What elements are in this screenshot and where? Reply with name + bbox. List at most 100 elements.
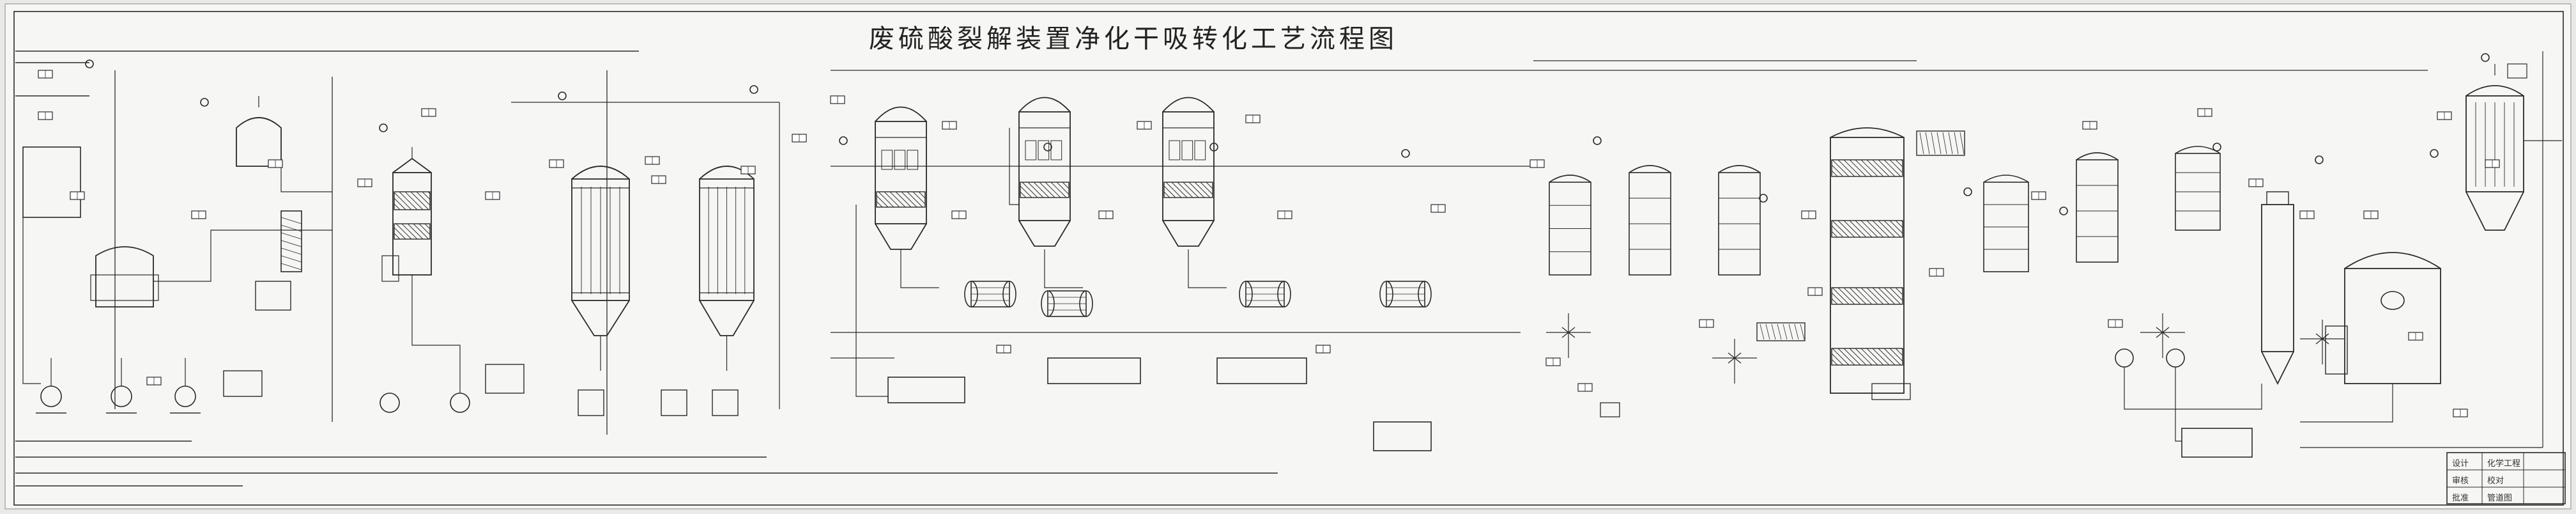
side-drum — [381, 255, 399, 282]
packing-hatch — [1831, 231, 1838, 238]
jacketed-reactor — [95, 246, 154, 308]
instrument-bubble — [839, 136, 848, 145]
receiver-tank — [661, 389, 687, 416]
packing-hatch — [418, 223, 431, 235]
tower-bottom — [1162, 220, 1215, 247]
packing-hatch — [1878, 159, 1896, 177]
packing-hatch — [1872, 348, 1890, 366]
packing-hatch — [1843, 287, 1861, 305]
heater-hatch — [1788, 323, 1793, 340]
packing-hatch — [1200, 182, 1213, 195]
packing-hatch — [1895, 287, 1903, 295]
heater-hatch — [1771, 323, 1776, 340]
packing-hatch — [1895, 159, 1903, 167]
title-block-cell: 管道图 — [2487, 494, 2513, 503]
instrument-bubble — [749, 85, 758, 94]
demister-pad — [907, 150, 919, 170]
packing-hatch — [401, 223, 418, 240]
packing-hatch — [427, 191, 431, 194]
packing-hatch — [1849, 220, 1867, 238]
packing-hatch — [1843, 159, 1861, 177]
packing-hatch — [413, 223, 429, 240]
filter-hatch — [280, 255, 302, 263]
packing-hatch — [395, 223, 412, 240]
packing-hatch — [394, 203, 401, 210]
packing-hatch — [1831, 170, 1838, 177]
packing-hatch — [1878, 348, 1896, 366]
demister-pad — [1181, 140, 1193, 160]
packing-hatch — [1206, 182, 1213, 189]
packing-hatch — [1068, 182, 1070, 183]
title-block-cell: 批准 — [2452, 494, 2469, 503]
collection-tank — [485, 364, 525, 394]
instrument-bubble — [1593, 136, 1602, 145]
packing-hatch — [876, 195, 889, 208]
packing-hatch — [1883, 287, 1901, 305]
packing-hatch — [1889, 220, 1903, 234]
packing-hatch — [1866, 287, 1884, 305]
multi-bed-converter — [1830, 137, 1905, 394]
instrument-bubble — [85, 59, 94, 68]
control-valve — [1728, 352, 1742, 364]
title-block-cell: 校对 — [2487, 476, 2504, 486]
exchanger-bottom-cone — [2465, 191, 2524, 231]
paper-sheet — [4, 3, 2572, 510]
instrument-bubble — [2059, 206, 2068, 215]
packing-hatch — [1889, 348, 1903, 362]
instrument-bubble — [379, 123, 388, 132]
heater-hatch — [1765, 323, 1770, 340]
packing-hatch — [895, 191, 912, 208]
packing-hatch — [1831, 292, 1844, 305]
instrument-bubble — [1759, 194, 1768, 203]
packing-hatch — [1849, 159, 1867, 177]
heater-hatch — [1782, 323, 1788, 340]
packing-hatch — [1183, 182, 1199, 198]
packing-hatch — [394, 192, 412, 210]
packing-hatch — [1832, 287, 1850, 305]
packing-hatch — [1901, 220, 1903, 222]
heater-hatch — [1800, 323, 1805, 340]
packing-hatch — [1860, 220, 1878, 238]
drying-tower — [875, 121, 927, 224]
packing-hatch — [1878, 220, 1896, 238]
packing-layer — [1020, 182, 1070, 198]
heater-hatch — [1759, 323, 1765, 340]
packing-hatch — [907, 191, 923, 208]
storage-tank — [22, 146, 81, 218]
packing-hatch — [1832, 348, 1850, 366]
suction-line — [22, 217, 41, 384]
packing-hatch — [1837, 220, 1855, 238]
packing-hatch — [1843, 348, 1861, 366]
packing-hatch — [1855, 159, 1873, 177]
dome-vessel — [236, 117, 282, 167]
packing-hatch — [394, 198, 406, 210]
demister-pad — [1025, 140, 1037, 160]
packing-hatch — [1866, 220, 1884, 238]
packing-hatch — [1901, 159, 1903, 162]
burner-port — [2380, 291, 2405, 310]
packing-hatch — [1171, 182, 1188, 198]
heater-hatch — [1794, 323, 1799, 340]
packing-hatch — [1837, 159, 1855, 177]
heater-hatch — [1919, 132, 1924, 155]
heater-hatch — [1925, 132, 1930, 155]
packing-hatch — [1878, 287, 1896, 305]
filter-hatch — [280, 247, 302, 255]
packing-hatch — [1901, 287, 1903, 290]
title-block-cell: 审核 — [2452, 476, 2469, 486]
packing-hatch — [878, 191, 894, 208]
packing-hatch — [1895, 220, 1903, 228]
instrument-bubble — [1209, 143, 1218, 152]
title-block-cell: 化学工程 — [2487, 459, 2521, 469]
packing-hatch — [407, 223, 424, 240]
instrument-bubble — [200, 98, 209, 107]
exchanger-top-head — [2465, 85, 2524, 97]
process-line — [1044, 249, 1083, 288]
filter-hatch — [280, 232, 302, 240]
seal-tank — [223, 370, 263, 397]
process-line — [900, 249, 939, 288]
heater-hatch — [1942, 132, 1947, 155]
packing-hatch — [912, 191, 926, 205]
